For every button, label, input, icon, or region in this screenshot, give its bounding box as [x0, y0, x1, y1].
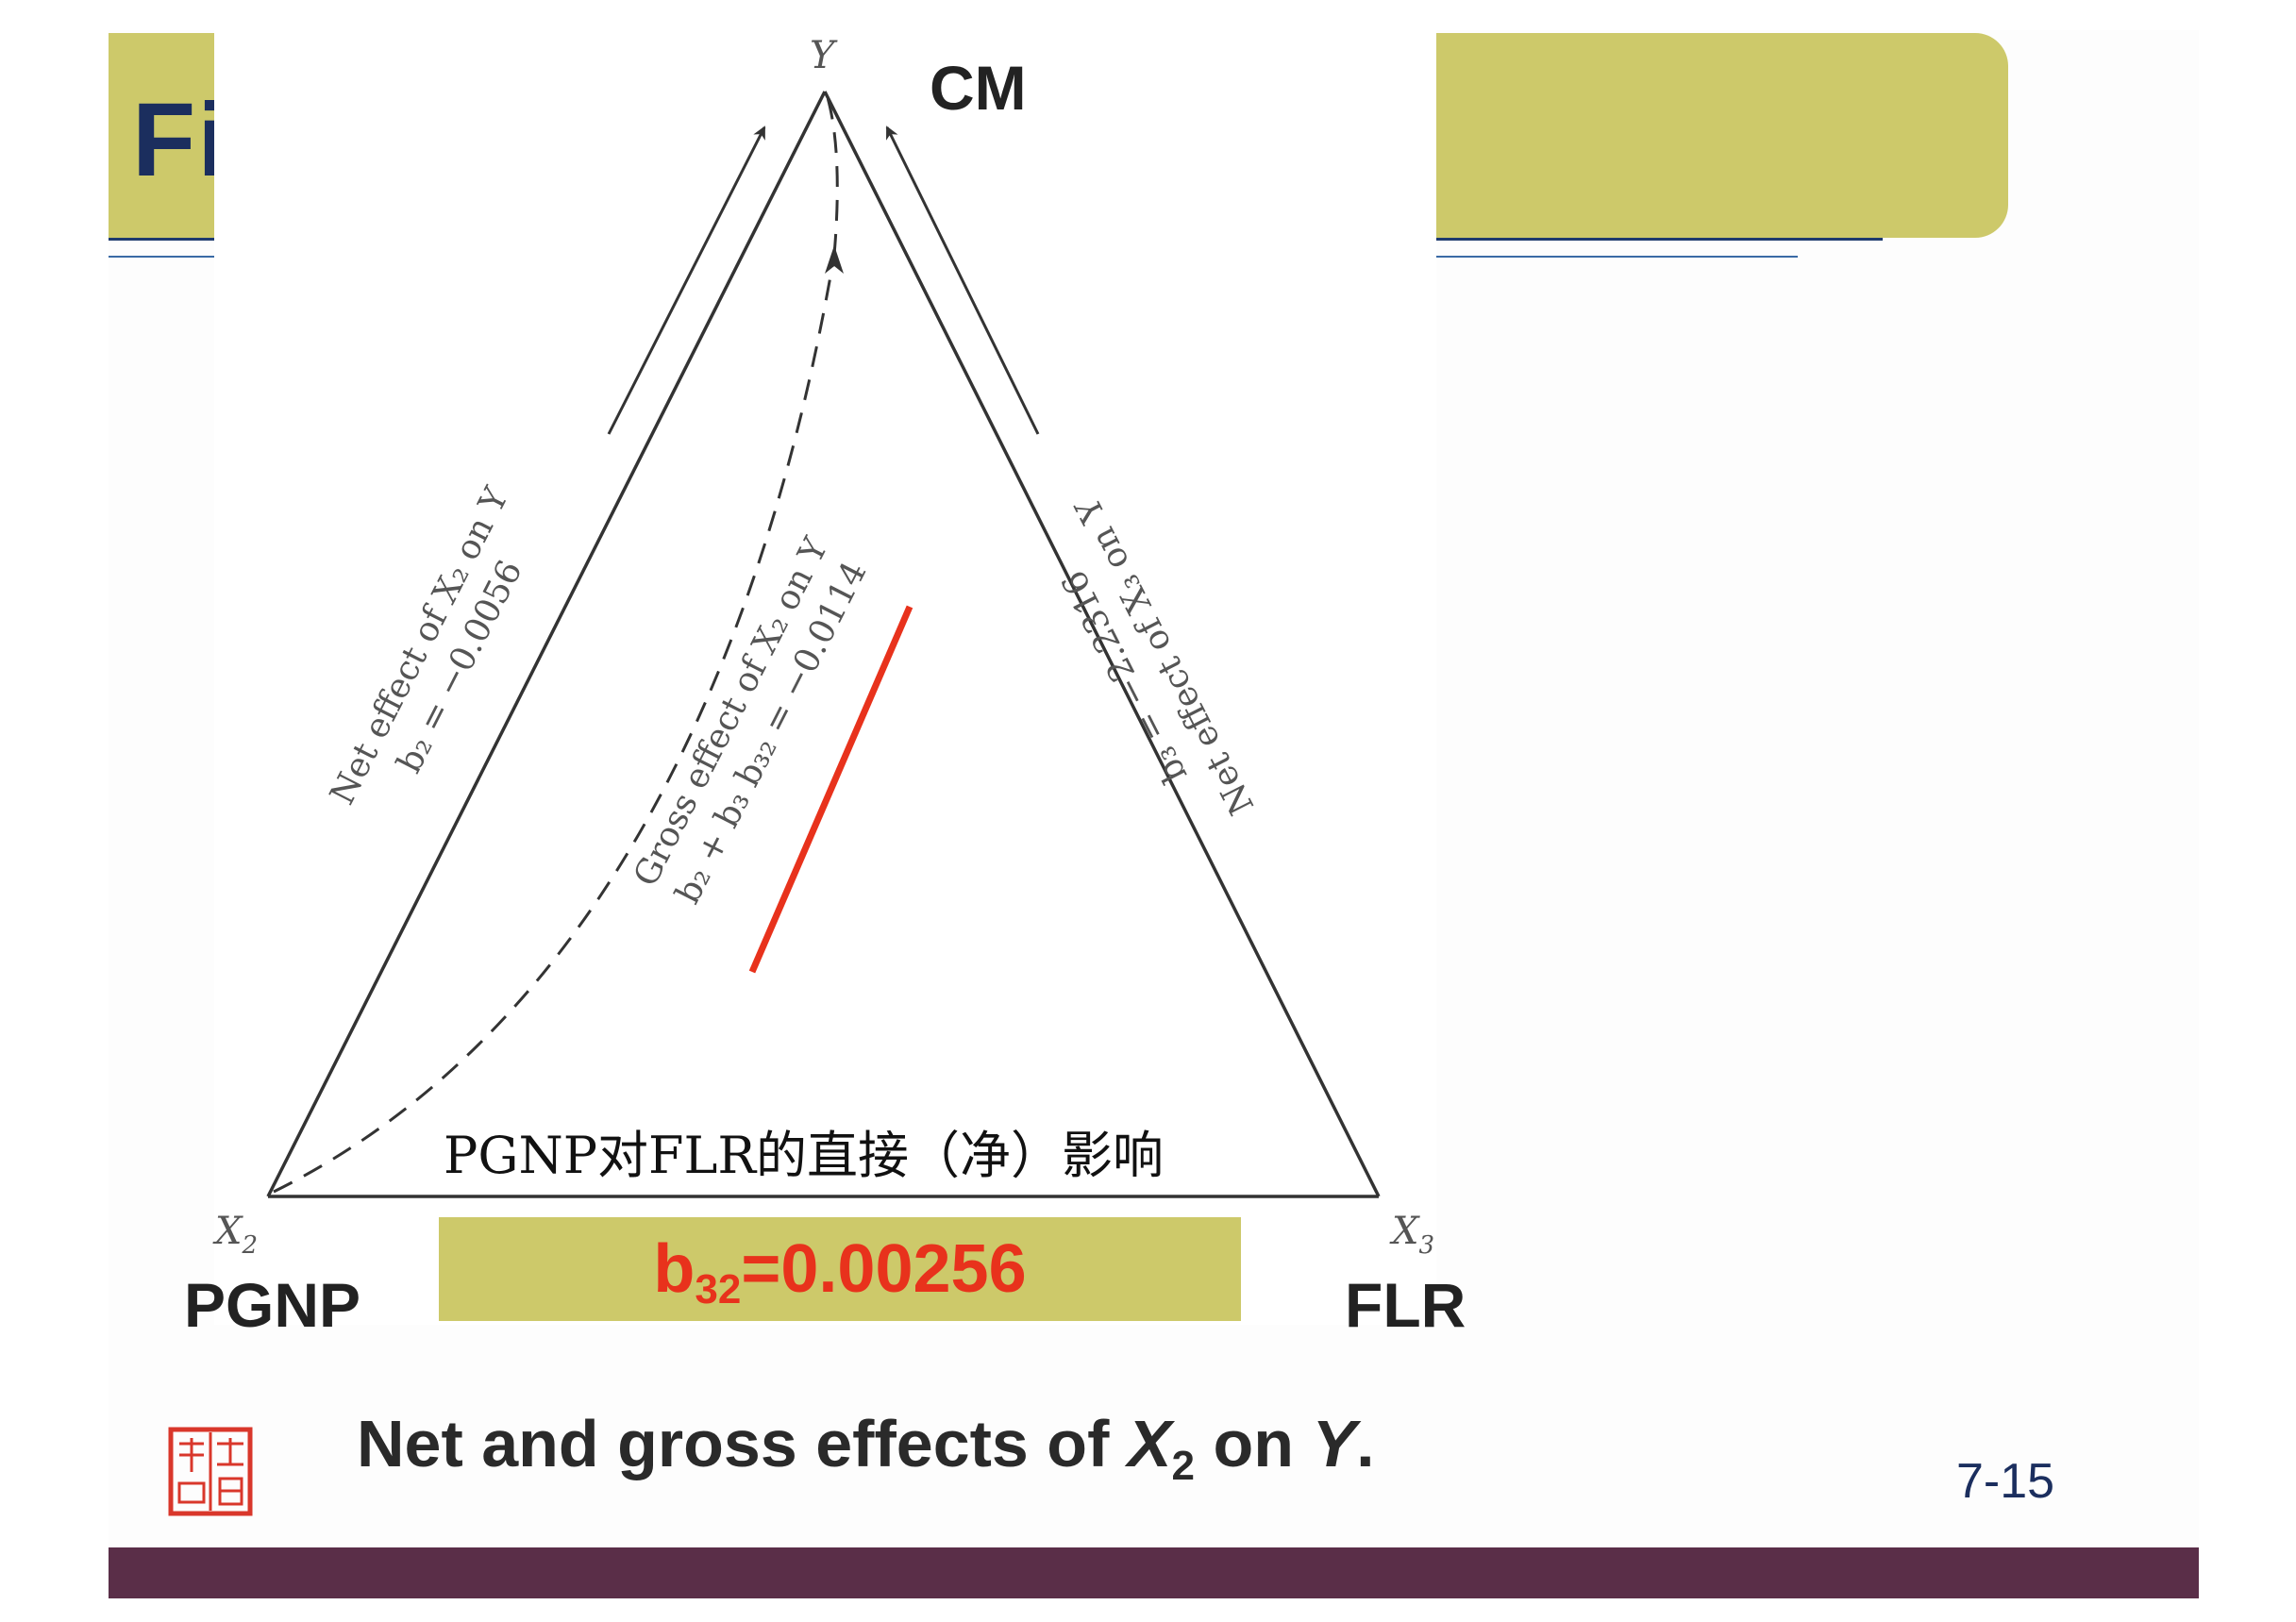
net-x2-arrow [607, 125, 766, 435]
b32-subscript: 32 [695, 1266, 742, 1313]
edge-x2-y [266, 91, 827, 1197]
gross-effect-path-top [825, 93, 839, 256]
b32-symbol: b [653, 1231, 696, 1307]
figure-panel [214, 30, 1436, 1325]
figure-caption: Net and gross effects of X2 on Y. [357, 1407, 1375, 1489]
page-number: 7-15 [1956, 1454, 2055, 1509]
b32-value: =0.00256 [741, 1231, 1027, 1307]
vertex-y-label: Y [810, 34, 838, 77]
chinese-annotation: PGNP对FLR的直接（净）影响 [444, 1126, 1165, 1185]
label-flr: FLR [1345, 1270, 1466, 1340]
net-x2-annotation: Net effect of X₂ on Y b₂ = −0.0056 [323, 480, 530, 811]
seal-stamp-icon [168, 1427, 253, 1516]
net-x3-annotation: Net effect of X₃ on Y b₃ = −2.2316 [1055, 491, 1263, 821]
b32-coefficient-box: b32=0.00256 [439, 1217, 1241, 1321]
label-pgnp: PGNP [184, 1270, 361, 1340]
highlight-line [748, 605, 913, 974]
vertex-x2-label: X2 [212, 1210, 258, 1260]
net-x3-arrow [885, 125, 1040, 435]
label-cm: CM [930, 53, 1027, 123]
vertex-x3-label: X3 [1389, 1210, 1434, 1260]
footer-bar [109, 1547, 2199, 1598]
slide-title: Fi [132, 82, 228, 198]
gross-arrowhead [825, 245, 844, 274]
edge-x3-y [823, 91, 1381, 1197]
gross-effect-path [273, 254, 836, 1194]
